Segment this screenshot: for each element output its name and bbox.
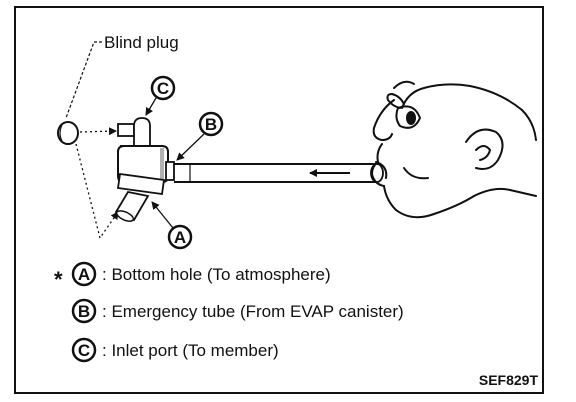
callout-a: A bbox=[151, 201, 193, 250]
legend-text-c: : Inlet port (To member) bbox=[102, 341, 279, 360]
person-face bbox=[371, 80, 537, 219]
svg-text:B: B bbox=[205, 115, 217, 134]
plug-to-inlet-arrow bbox=[79, 127, 117, 136]
legend-item-b: B : Emergency tube (From EVAP canister) bbox=[71, 298, 404, 324]
blind-plug bbox=[57, 121, 79, 145]
figure-frame bbox=[14, 6, 544, 394]
legend: * A : Bottom hole (To atmosphere) B : Em… bbox=[54, 261, 404, 363]
svg-text:C: C bbox=[157, 79, 169, 98]
legend-badge-a bbox=[71, 261, 97, 287]
emergency-tube-fitting bbox=[165, 161, 175, 181]
legend-text-a: : Bottom hole (To atmosphere) bbox=[102, 265, 331, 284]
legend-item-c: C : Inlet port (To member) bbox=[71, 337, 279, 363]
svg-text:*: * bbox=[54, 267, 63, 292]
evap-valve bbox=[114, 117, 175, 222]
inlet-port bbox=[117, 123, 135, 137]
figure-reference-code: SEF829T bbox=[479, 372, 539, 388]
plug-to-bottom-hole-arrow bbox=[75, 143, 119, 240]
legend-item-a: * A : Bottom hole (To atmosphere) bbox=[54, 261, 331, 292]
blind-plug-label: Blind plug bbox=[104, 33, 179, 52]
legend-badge-b bbox=[71, 298, 97, 324]
blind-plug-leader bbox=[65, 41, 102, 119]
svg-text:C: C bbox=[78, 341, 90, 360]
callout-b: B bbox=[176, 111, 224, 161]
svg-text:A: A bbox=[174, 228, 186, 247]
legend-text-b: : Emergency tube (From EVAP canister) bbox=[102, 302, 404, 321]
emergency-tube bbox=[174, 163, 384, 183]
svg-text:B: B bbox=[78, 302, 90, 321]
callout-c: C bbox=[145, 75, 176, 116]
svg-text:A: A bbox=[78, 265, 90, 284]
legend-badge-c bbox=[71, 337, 97, 363]
